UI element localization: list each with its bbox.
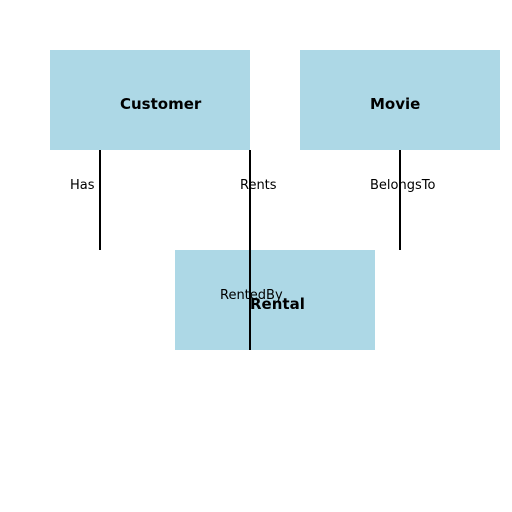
entity-rental-label: Rental xyxy=(250,295,305,313)
entity-movie-label: Movie xyxy=(370,95,421,113)
relationship-label-rented-by: RentedBy xyxy=(220,288,283,303)
relationship-label-rents: Rents xyxy=(240,178,277,193)
entity-customer-label: Customer xyxy=(120,95,202,113)
entity-customer xyxy=(50,50,250,150)
relationship-line-has xyxy=(99,150,101,250)
relationship-label-has: Has xyxy=(70,178,95,193)
entity-movie xyxy=(300,50,500,150)
relationship-line-rents xyxy=(249,150,251,350)
relationship-line-belongs-to xyxy=(399,150,401,250)
entity-rental xyxy=(175,250,375,350)
relationship-label-belongs-to: BelongsTo xyxy=(370,178,436,193)
